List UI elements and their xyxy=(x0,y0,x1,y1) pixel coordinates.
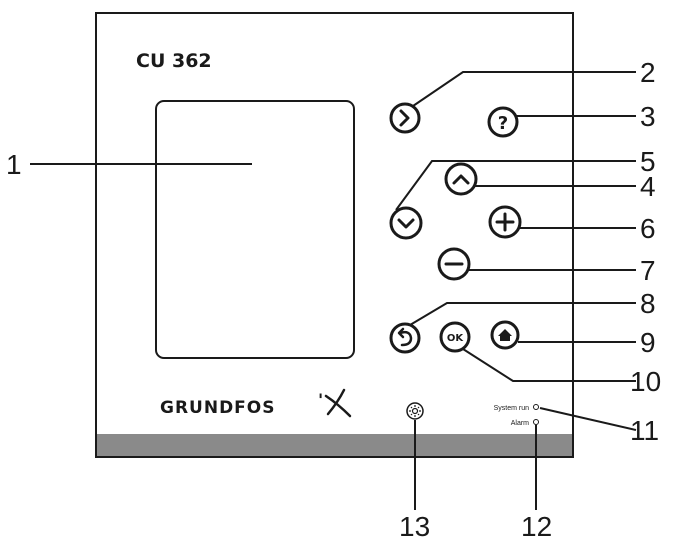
callout-2: 2 xyxy=(640,57,656,88)
plus-button[interactable] xyxy=(488,205,522,239)
chevron-up-icon xyxy=(452,174,470,185)
callout-7: 7 xyxy=(640,255,656,286)
leader-8 xyxy=(409,302,636,326)
up-button[interactable] xyxy=(444,162,478,196)
brand-logo: GRUNDFOS xyxy=(160,398,276,418)
sun-icon xyxy=(409,405,421,417)
system-run-led xyxy=(533,404,539,410)
brightness-button[interactable] xyxy=(406,402,424,420)
home-icon xyxy=(498,329,512,341)
callout-11: 11 xyxy=(630,415,659,446)
chevron-down-icon xyxy=(397,218,415,229)
help-button[interactable]: ? xyxy=(487,106,519,138)
ok-label: OK xyxy=(447,333,465,344)
callout-4: 4 xyxy=(640,171,656,202)
ok-button[interactable]: OK xyxy=(439,321,471,353)
home-button[interactable] xyxy=(490,320,520,350)
leader-2 xyxy=(412,71,636,107)
callout-10: 10 xyxy=(630,366,661,397)
panel-bottom-strip xyxy=(97,434,572,456)
down-button[interactable] xyxy=(389,206,423,240)
callout-13: 13 xyxy=(399,511,430,540)
brand-logo-apostrophe: ' xyxy=(318,391,324,411)
leader-10 xyxy=(462,348,636,382)
minus-button[interactable] xyxy=(437,247,471,281)
alarm-label: Alarm xyxy=(511,420,529,427)
callout-9: 9 xyxy=(640,327,656,358)
system-run-label: System run xyxy=(494,405,530,412)
right-button[interactable] xyxy=(389,102,421,134)
model-label: CU 362 xyxy=(136,50,212,72)
grundfos-x-mark-icon xyxy=(324,388,352,418)
callout-3: 3 xyxy=(640,101,656,132)
callout-5: 5 xyxy=(640,146,656,177)
leader-11 xyxy=(539,407,637,431)
chevron-right-icon xyxy=(399,109,410,127)
question-icon: ? xyxy=(498,113,508,134)
callout-1: 1 xyxy=(6,149,22,180)
display-screen xyxy=(155,100,355,359)
alarm-led xyxy=(533,419,539,425)
plus-icon xyxy=(495,212,515,232)
callout-8: 8 xyxy=(640,288,656,319)
back-arrow-icon xyxy=(397,327,413,347)
leader-5 xyxy=(395,160,636,211)
callout-12: 12 xyxy=(521,511,552,540)
callout-6: 6 xyxy=(640,213,656,244)
back-button[interactable] xyxy=(389,322,421,354)
